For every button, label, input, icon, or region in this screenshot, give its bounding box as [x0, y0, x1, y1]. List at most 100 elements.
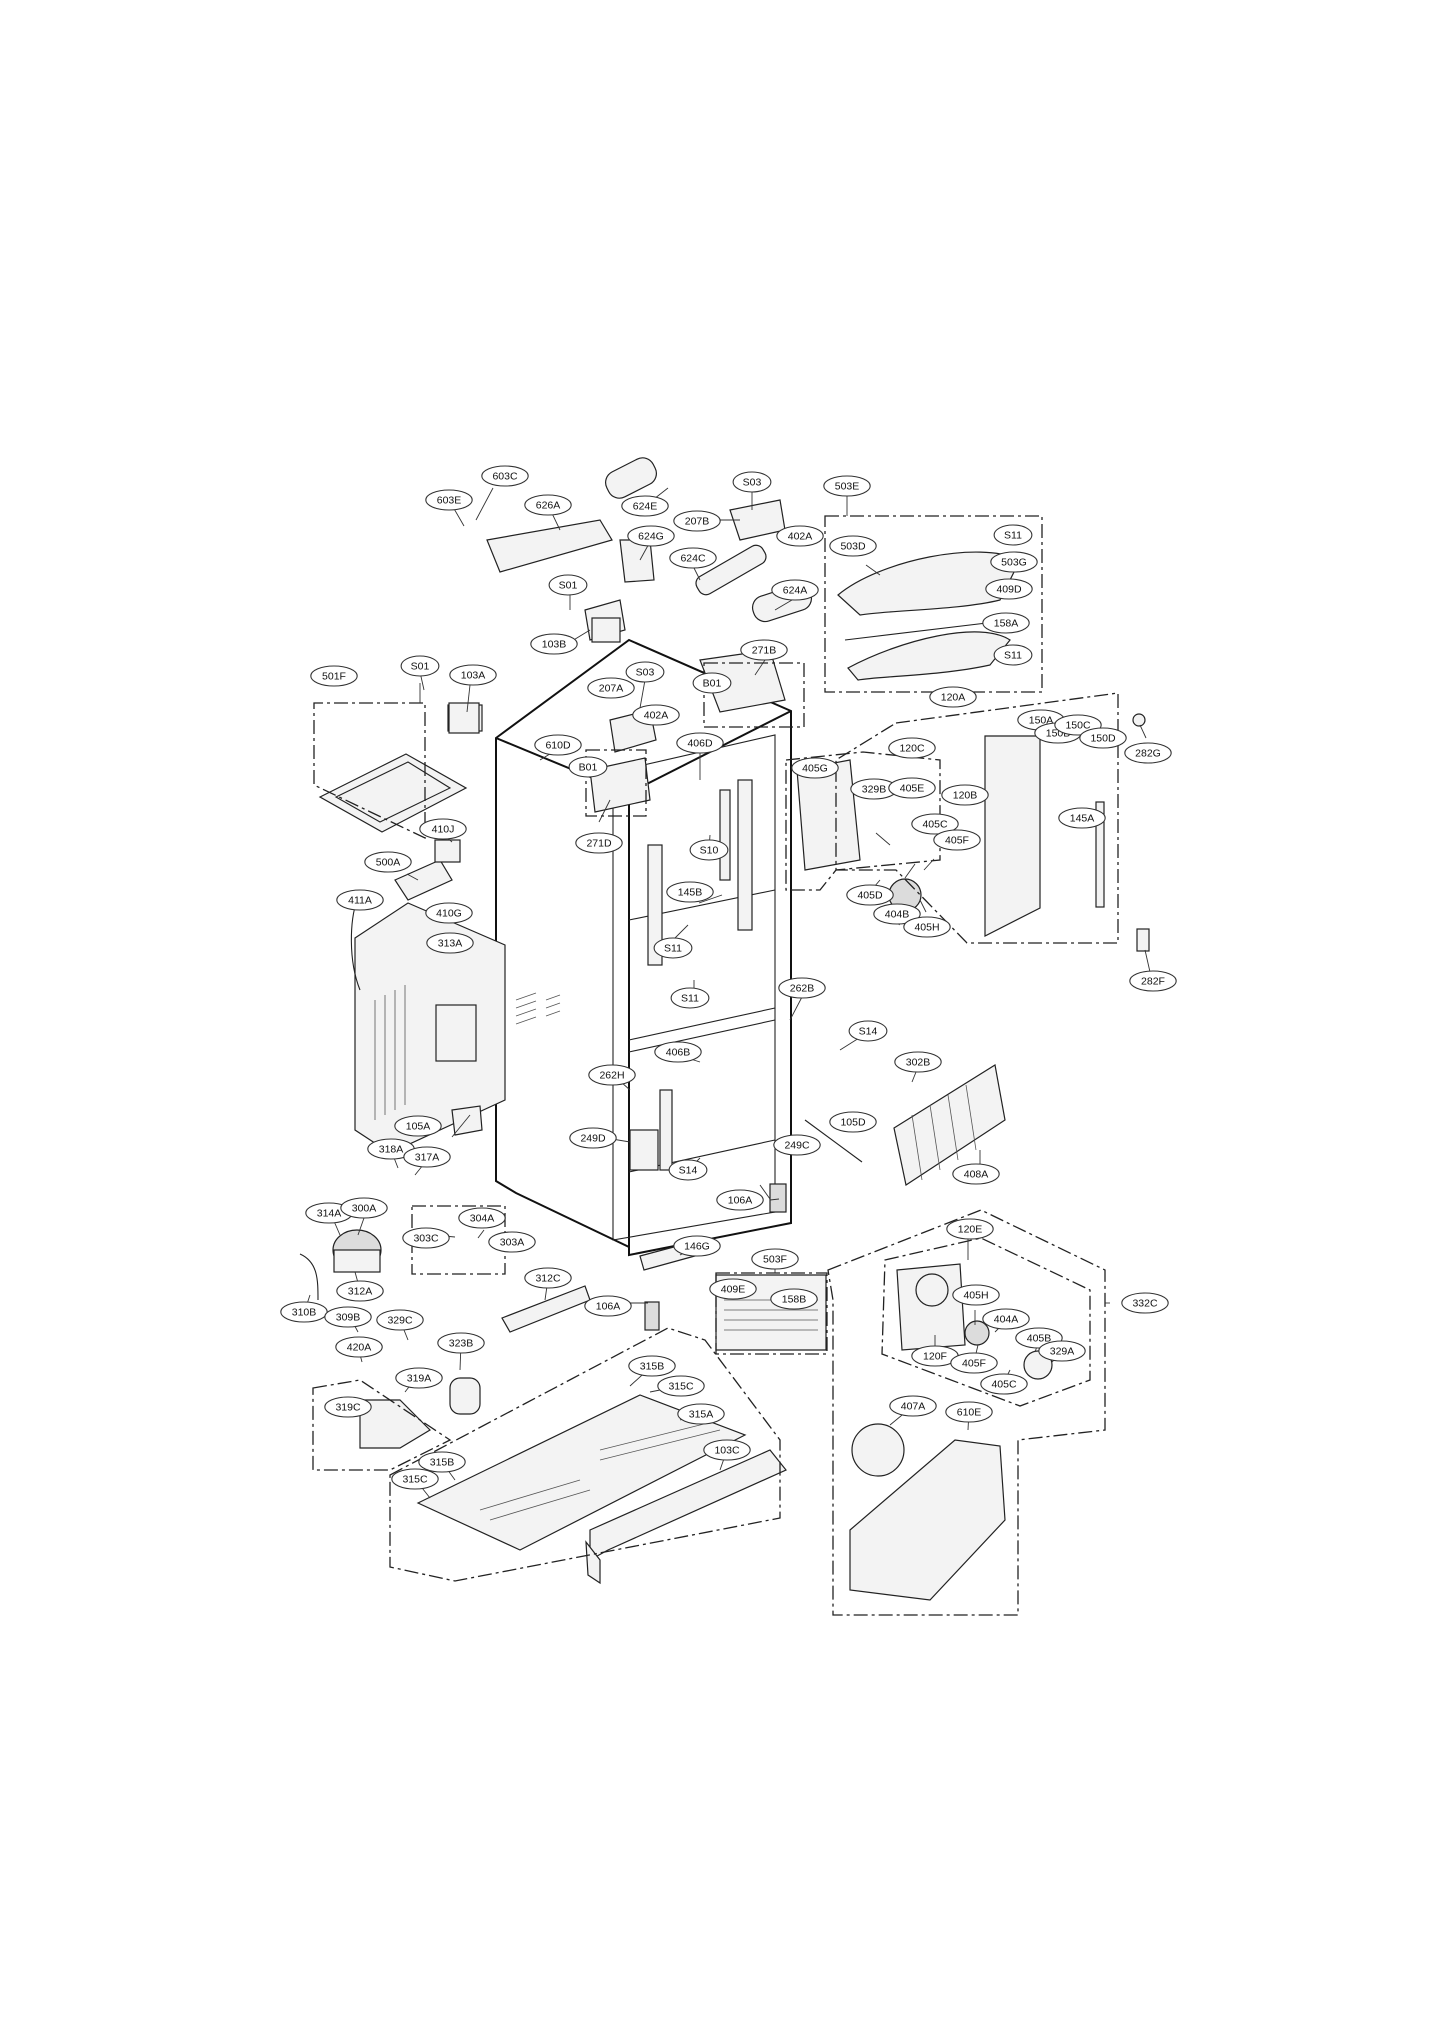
part-label-text: 315A: [689, 1409, 714, 1421]
part-label-text: 503D: [840, 541, 866, 553]
part-label-text: 329A: [1050, 1346, 1075, 1358]
part-label-text: 624C: [680, 553, 706, 565]
part-label: 624A: [771, 579, 819, 601]
part-label-bubble: [716, 1189, 764, 1211]
part-label-text: 310B: [292, 1307, 317, 1319]
part-label-bubble: [993, 524, 1033, 546]
part-label-text: 249D: [580, 1133, 606, 1145]
part-label-text: 150C: [1065, 720, 1091, 732]
part-label-text: 402A: [644, 710, 669, 722]
part-label: 410J: [419, 818, 467, 840]
part-label: 405F: [950, 1352, 998, 1374]
cabinet: [495, 638, 792, 1257]
part-label: 145B: [666, 881, 714, 903]
part-label: 332C: [1121, 1292, 1169, 1314]
part-label-text: 158A: [994, 618, 1019, 630]
group-271D: [585, 749, 647, 817]
part-label-bubble: [888, 777, 936, 799]
part-label-text: 158B: [782, 1294, 807, 1306]
part-label: 405H: [952, 1284, 1000, 1306]
part-label: 120E: [946, 1218, 994, 1240]
part-label-bubble: [575, 832, 623, 854]
part-label-bubble: [668, 1159, 708, 1181]
part-label-text: 150A: [1029, 715, 1054, 727]
part-label-text: 312C: [535, 1273, 561, 1285]
part-label: 405E: [888, 777, 936, 799]
part-label-text: 409E: [721, 1284, 746, 1296]
part-label-text: S01: [411, 661, 430, 673]
part-label-text: 150D: [1090, 733, 1116, 745]
part-label: S10: [689, 839, 729, 861]
part-label-bubble: [437, 1332, 485, 1354]
part-label-text: 624A: [783, 585, 808, 597]
part-label-text: 323B: [449, 1338, 474, 1350]
part-label-text: 319C: [335, 1402, 361, 1414]
part-label: 409D: [985, 578, 1033, 600]
part-label-text: 304A: [470, 1213, 495, 1225]
part-label-text: S14: [859, 1026, 878, 1038]
part-label: 503G: [990, 551, 1038, 573]
part-label-text: 406D: [687, 738, 713, 750]
part-label-text: 105A: [406, 1121, 431, 1133]
part-label-bubble: [985, 578, 1033, 600]
part-label-bubble: [425, 489, 473, 511]
part-label-text: 145A: [1070, 813, 1095, 825]
part-label-text: 405E: [900, 783, 925, 795]
part-label-text: 624E: [633, 501, 658, 513]
part-label: S14: [668, 1159, 708, 1181]
part-label: 304A: [458, 1207, 506, 1229]
part-label-text: 312A: [348, 1286, 373, 1298]
part-label-bubble: [673, 510, 721, 532]
part-label-text: 626A: [536, 500, 561, 512]
part-label: 120B: [941, 784, 989, 806]
part-label-text: B01: [579, 762, 598, 774]
part-label-bubble: [670, 987, 710, 1009]
part-label: 309B: [324, 1306, 372, 1328]
part-label-bubble: [894, 1051, 942, 1073]
part-label-text: 318A: [379, 1144, 404, 1156]
part-label-text: B01: [703, 678, 722, 690]
part-label-text: 405H: [914, 922, 939, 934]
part-label-bubble: [889, 1395, 937, 1417]
part-label-bubble: [829, 535, 877, 557]
part-label: 624C: [669, 547, 717, 569]
group-120E: [881, 1237, 1091, 1407]
part-label-bubble: [340, 1197, 388, 1219]
part-label: 501F: [310, 665, 358, 687]
part-label-text: 309B: [336, 1312, 361, 1324]
part-label: 329C: [376, 1309, 424, 1331]
part-label-bubble: [425, 902, 473, 924]
part-label-bubble: [628, 1355, 676, 1377]
part-label: 610E: [945, 1401, 993, 1423]
part-label-bubble: [903, 916, 951, 938]
part-label-text: 207B: [685, 516, 710, 528]
part-label-bubble: [933, 829, 981, 851]
part-label-text: 303A: [500, 1237, 525, 1249]
part-label-bubble: [993, 644, 1033, 666]
part-label-bubble: [364, 851, 412, 873]
part-label: 312A: [336, 1280, 384, 1302]
part-label: 207A: [587, 677, 635, 699]
part-label: 120F: [911, 1345, 959, 1367]
part-label-text: 332C: [1132, 1298, 1158, 1310]
part-label: 405G: [791, 757, 839, 779]
part-label-bubble: [676, 732, 724, 754]
part-label: 503E: [823, 475, 871, 497]
part-label-text: 106A: [596, 1301, 621, 1313]
part-label-bubble: [632, 704, 680, 726]
part-label-text: 410J: [432, 824, 455, 836]
part-label: 408A: [952, 1163, 1000, 1185]
part-label: 503F: [751, 1248, 799, 1270]
part-label-bubble: [929, 686, 977, 708]
part-label-text: 406B: [666, 1047, 691, 1059]
part-label: 282F: [1129, 970, 1177, 992]
part-label: 105A: [394, 1115, 442, 1137]
part-label-bubble: [569, 1127, 617, 1149]
part-label-text: 420A: [347, 1342, 372, 1354]
part-label-bubble: [982, 1308, 1030, 1330]
group-503F: [715, 1272, 828, 1355]
part-label: 405F: [933, 829, 981, 851]
part-label-text: 300A: [352, 1203, 377, 1215]
